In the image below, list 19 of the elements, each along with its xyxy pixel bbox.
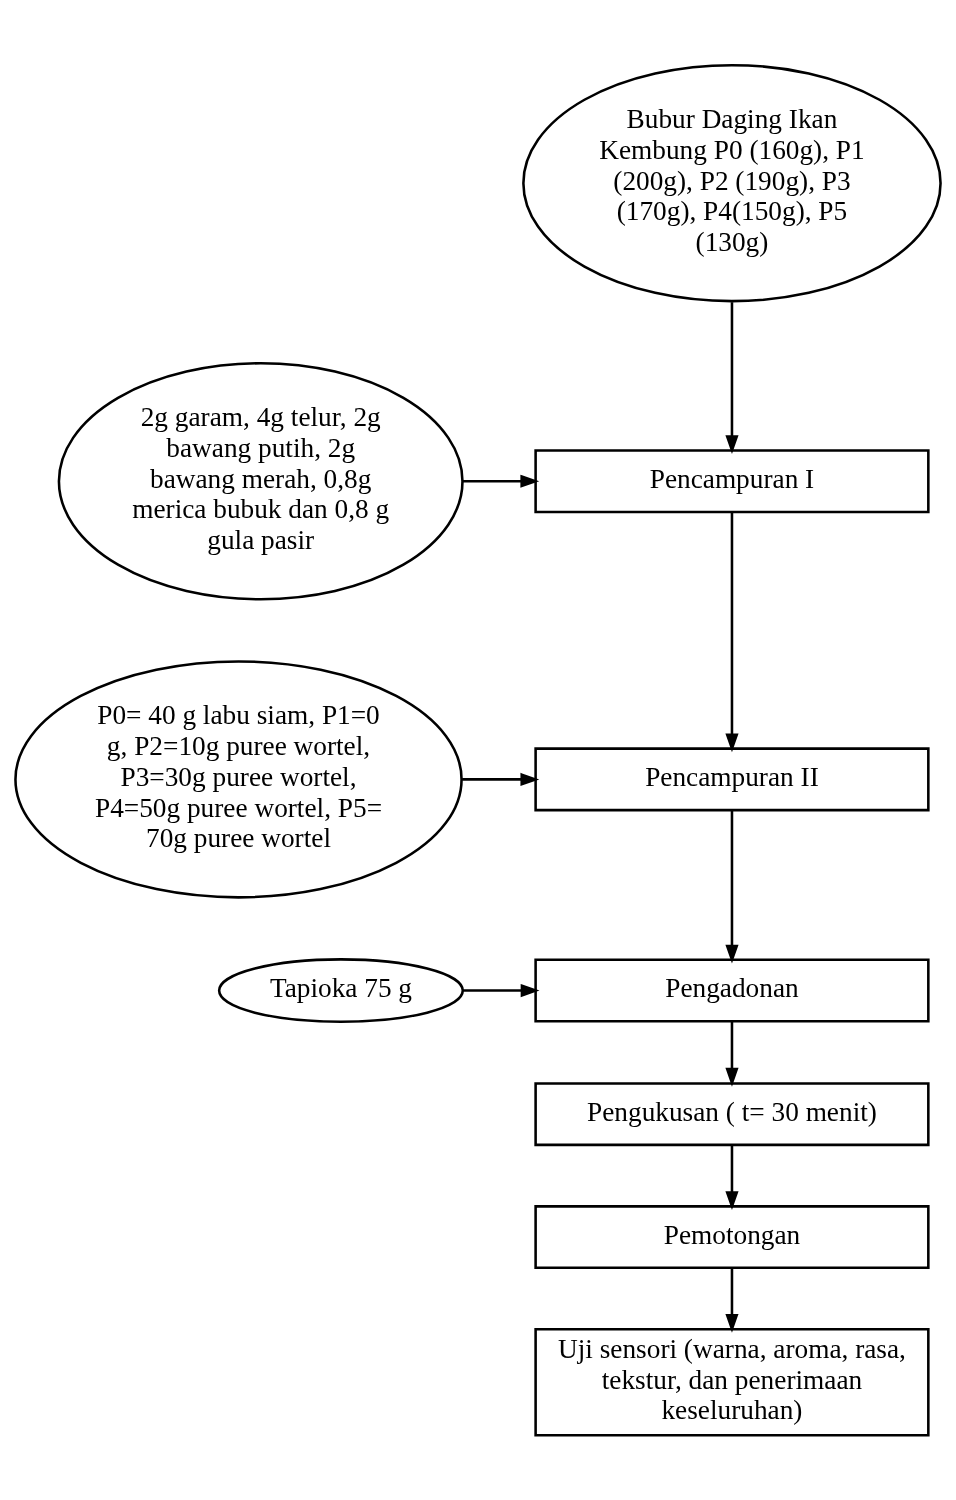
node-ellipse: Tapioka 75 g bbox=[217, 958, 465, 1024]
arrow bbox=[462, 772, 540, 786]
node-box: Pencampuran II bbox=[534, 747, 930, 812]
arrow bbox=[463, 984, 540, 998]
node-box: Uji sensori (warna, aroma, rasa, tekstur, dan penerimaan keseluruhan) bbox=[534, 1328, 930, 1437]
node-box: Pemotongan bbox=[534, 1205, 930, 1270]
node-ellipse: 2g garam, 4g telur, 2g bawang putih, 2g bawang merah, 0,8g merica bubuk dan 0,8 g gula pasir bbox=[57, 362, 464, 601]
node-box: Pencampuran I bbox=[534, 449, 930, 514]
arrow bbox=[725, 810, 739, 964]
node-box: Pengadonan bbox=[534, 958, 930, 1023]
node-ellipse: Bubur Daging Ikan Kembung P0 (160g), P1 (200g), P2 (190g), P3 (170g), P4(150g), P5 (130g) bbox=[522, 63, 942, 303]
node-ellipse: P0= 40 g labu siam, P1=0 g, P2=10g puree wortel, P3=30g puree wortel, P4=50g puree wortel, P5= 70g puree wortel bbox=[14, 660, 463, 899]
arrow bbox=[725, 1021, 739, 1087]
arrow bbox=[725, 512, 739, 753]
arrow bbox=[725, 302, 739, 455]
arrow bbox=[725, 1145, 739, 1211]
node-box: Pengukusan ( t= 30 menit) bbox=[534, 1082, 930, 1147]
arrow bbox=[462, 474, 540, 488]
arrow bbox=[725, 1268, 739, 1333]
